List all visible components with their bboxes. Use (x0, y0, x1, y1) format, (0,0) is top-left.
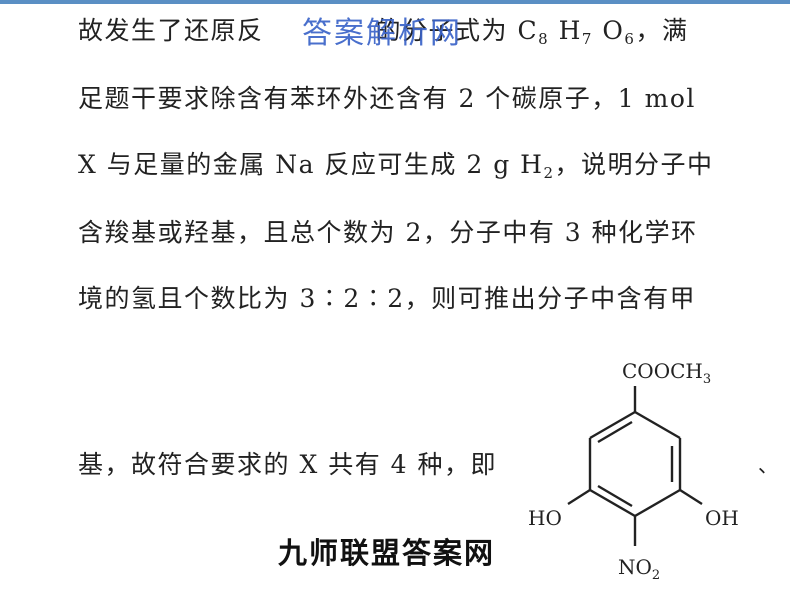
hydroxyl-left-label: HO (528, 506, 562, 530)
chemical-structure: COOCH3 HO OH NO2 、 (510, 350, 780, 590)
text-line-2: 足题干要求除含有苯环外还含有 2 个碳原子，1 mol (78, 84, 696, 113)
benzene-ring (567, 386, 703, 546)
text-line-6: 基，故符合要求的 X 共有 4 种，即 (78, 450, 497, 479)
text-line-1: 故发生了还原反的分子式为 C8 H7 O6，满 (78, 16, 689, 48)
hydroxyl-right-label: OH (705, 506, 739, 530)
nitro-group-label: NO2 (618, 555, 660, 583)
watermark-answer-site: 答案解析网 (302, 16, 462, 51)
line1-start: 故发生了还原反 (78, 16, 264, 45)
ester-group-label: COOCH3 (622, 359, 711, 387)
enumeration-comma: 、 (758, 453, 778, 477)
text-line-4: 含羧基或羟基，且总个数为 2，分子中有 3 种化学环 (78, 218, 698, 247)
top-border-bar (0, 0, 790, 4)
text-line-3: X 与足量的金属 Na 反应可生成 2 g H2，说明分子中 (78, 150, 714, 182)
line1-formula-lead: 的分子式为 C (375, 16, 539, 45)
watermark-jiushi: 九师联盟答案网 (278, 536, 496, 570)
text-line-5: 境的氢且个数比为 3∶2∶2，则可推出分子中含有甲 (78, 284, 697, 313)
benzene-ring-structure: COOCH3 HO OH NO2 、 (528, 359, 778, 583)
